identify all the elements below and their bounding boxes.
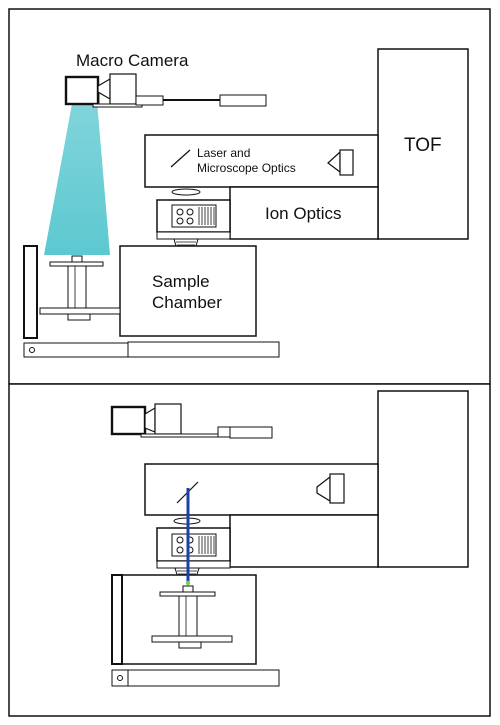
quadrupole-rod	[176, 217, 184, 225]
laser-label-line2: Microscope Optics	[197, 161, 296, 175]
macro-camera-rail	[135, 95, 164, 106]
ion-source	[156, 199, 231, 240]
ion-source-2	[156, 527, 231, 569]
objective-lens	[171, 188, 201, 196]
ion-optics-label: Ion Optics	[265, 204, 342, 223]
panel-bottom	[8, 383, 491, 717]
laser-label-line1: Laser and	[197, 146, 250, 160]
ion-optics-box-2	[229, 514, 379, 568]
stand-post-2	[111, 574, 123, 665]
macro-camera-retracted	[110, 403, 273, 439]
laser-optics-camera	[327, 149, 354, 176]
macro-camera-beam	[44, 86, 110, 255]
tof-label: TOF	[404, 135, 442, 156]
stage-base-rail	[23, 342, 129, 358]
quadrupole-rod	[186, 217, 194, 225]
laser-optics-camera-2	[316, 473, 345, 504]
macro-camera-actuator	[219, 94, 267, 107]
laser-mirror	[170, 149, 191, 168]
macro-camera-housing	[109, 73, 137, 105]
translation-rail	[127, 341, 280, 358]
sample-chamber-label-line2: Chamber	[152, 293, 222, 312]
sample-chamber-label-line1: Sample	[152, 272, 210, 291]
panel-top: Macro Camera TOF Laser and Microscope Op…	[8, 8, 491, 385]
macro-camera-mount	[92, 103, 143, 108]
macro-camera	[64, 73, 267, 108]
laser-spot	[185, 580, 191, 586]
sample-chamber	[119, 245, 257, 337]
tof-box-2	[377, 390, 469, 568]
quadrupole-rod	[186, 208, 194, 216]
ion-optics-box	[229, 186, 379, 240]
rail-pivot	[29, 347, 35, 353]
tof-box	[377, 48, 469, 240]
rail-pivot-2	[117, 675, 123, 681]
stand-post	[23, 245, 38, 339]
translation-rail-2	[127, 669, 280, 687]
laser-camera-housing	[339, 149, 354, 176]
sample-stage-2	[151, 585, 233, 649]
macro-camera-label: Macro Camera	[76, 51, 189, 70]
sample-stage	[39, 255, 121, 321]
ion-source-base	[156, 231, 231, 240]
macro-camera-body	[64, 75, 100, 106]
ion-lens-stack	[198, 207, 215, 225]
quadrupole-rod	[176, 208, 184, 216]
